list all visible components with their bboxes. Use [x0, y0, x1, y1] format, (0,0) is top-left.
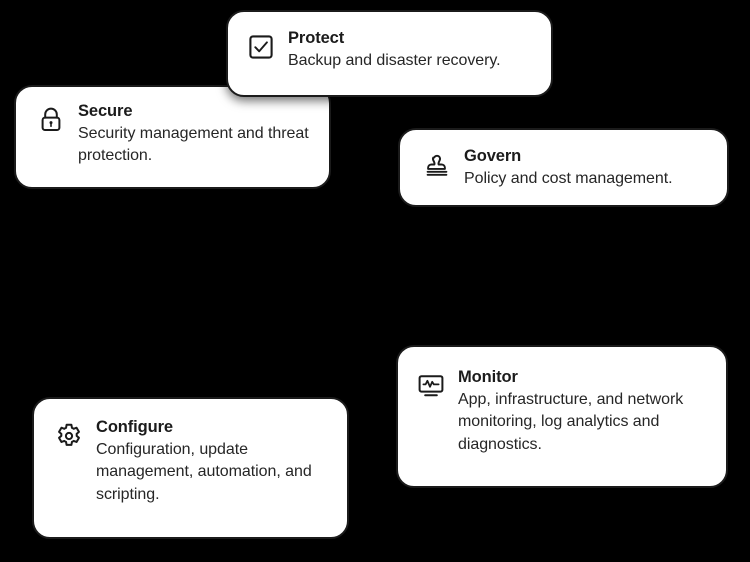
card-body: Monitor App, infrastructure, and network…: [458, 367, 710, 457]
card-description: Policy and cost management.: [464, 169, 673, 187]
card-configure[interactable]: Configure Configuration, update manageme…: [32, 397, 349, 539]
stamp-icon: [422, 151, 452, 181]
card-secure[interactable]: Secure Security management and threat pr…: [14, 85, 331, 189]
card-title: Govern: [464, 147, 522, 165]
card-description: Security management and threat protectio…: [78, 124, 309, 165]
lock-icon: [36, 105, 66, 135]
card-body: Secure Security management and threat pr…: [78, 101, 313, 168]
card-title: Secure: [78, 102, 133, 120]
card-description: Backup and disaster recovery.: [288, 51, 501, 69]
checkbox-check-icon: [246, 32, 276, 62]
card-description: App, infrastructure, and network monitor…: [458, 390, 684, 454]
card-description: Configuration, update management, automa…: [96, 440, 312, 504]
card-govern[interactable]: Govern Policy and cost management.: [398, 128, 729, 207]
card-title: Configure: [96, 418, 174, 436]
monitor-pulse-icon: [416, 371, 446, 401]
card-protect[interactable]: Protect Backup and disaster recovery.: [226, 10, 553, 97]
card-body: Configure Configuration, update manageme…: [96, 417, 331, 507]
card-body: Protect Backup and disaster recovery.: [288, 28, 535, 72]
card-title: Protect: [288, 29, 345, 47]
card-monitor[interactable]: Monitor App, infrastructure, and network…: [396, 345, 728, 488]
card-body: Govern Policy and cost management.: [464, 146, 711, 190]
card-title: Monitor: [458, 368, 518, 386]
gear-icon: [54, 421, 84, 451]
